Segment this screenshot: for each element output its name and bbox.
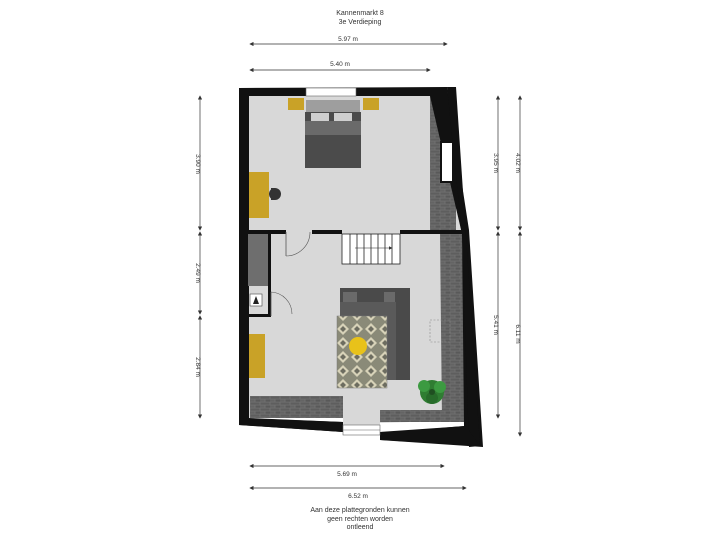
brick-wall-bottom-right bbox=[380, 410, 464, 422]
outer-wall-bottom-right bbox=[380, 426, 480, 446]
interior-wall-right bbox=[400, 230, 462, 234]
interior-wall-left bbox=[248, 230, 286, 234]
top-window bbox=[305, 87, 357, 97]
dim-left-lower: 2.84 m bbox=[194, 357, 201, 377]
brick-wall-right bbox=[440, 234, 466, 420]
disclaimer-line-1: Aan deze plattegronden kunnen bbox=[310, 507, 410, 514]
dim-right-outer-upper: 4.02 m bbox=[514, 153, 521, 173]
dim-right-outer-lower: 6.11 m bbox=[514, 324, 521, 343]
chimney bbox=[440, 141, 454, 183]
left-closet bbox=[248, 234, 268, 286]
address-title: Kannenmarkt 8 bbox=[336, 10, 384, 17]
dim-bottom-outer: 6.52 m bbox=[348, 493, 368, 500]
floor-title: 3e Verdieping bbox=[338, 19, 382, 26]
disclaimer: Aan deze plattegronden kunnen geen recht… bbox=[0, 507, 720, 533]
disclaimer-line-2: geen rechten worden bbox=[327, 515, 393, 523]
interior-wall-mid bbox=[312, 230, 342, 234]
pouf bbox=[349, 337, 367, 355]
plant-icon bbox=[418, 380, 446, 404]
nightstand-right bbox=[363, 98, 379, 110]
outer-wall-right bbox=[447, 87, 480, 447]
staircase bbox=[341, 233, 401, 265]
outer-wall-bottom-left bbox=[239, 418, 343, 432]
pillow-left bbox=[311, 113, 329, 121]
pillow-right bbox=[334, 113, 352, 121]
disclaimer-line-3: ontleend bbox=[346, 524, 374, 531]
outer-wall-left bbox=[239, 88, 249, 425]
dim-left-middle: 2.49 m bbox=[194, 263, 201, 283]
headboard bbox=[306, 100, 360, 112]
dim-left-upper: 3.90 m bbox=[194, 154, 201, 174]
dresser bbox=[249, 334, 265, 378]
brick-wall-bottom-left bbox=[250, 396, 343, 418]
dim-top-outer: 5.97 m bbox=[338, 36, 358, 43]
nightstand-left bbox=[288, 98, 304, 110]
dim-top-inner: 5.40 m bbox=[330, 61, 350, 68]
desk bbox=[249, 172, 269, 218]
dim-right-inner-lower: 5.41 m bbox=[492, 315, 499, 335]
dim-right-inner-upper: 3.95 m bbox=[492, 153, 499, 173]
dim-bottom-inner: 5.69 m bbox=[337, 471, 357, 478]
